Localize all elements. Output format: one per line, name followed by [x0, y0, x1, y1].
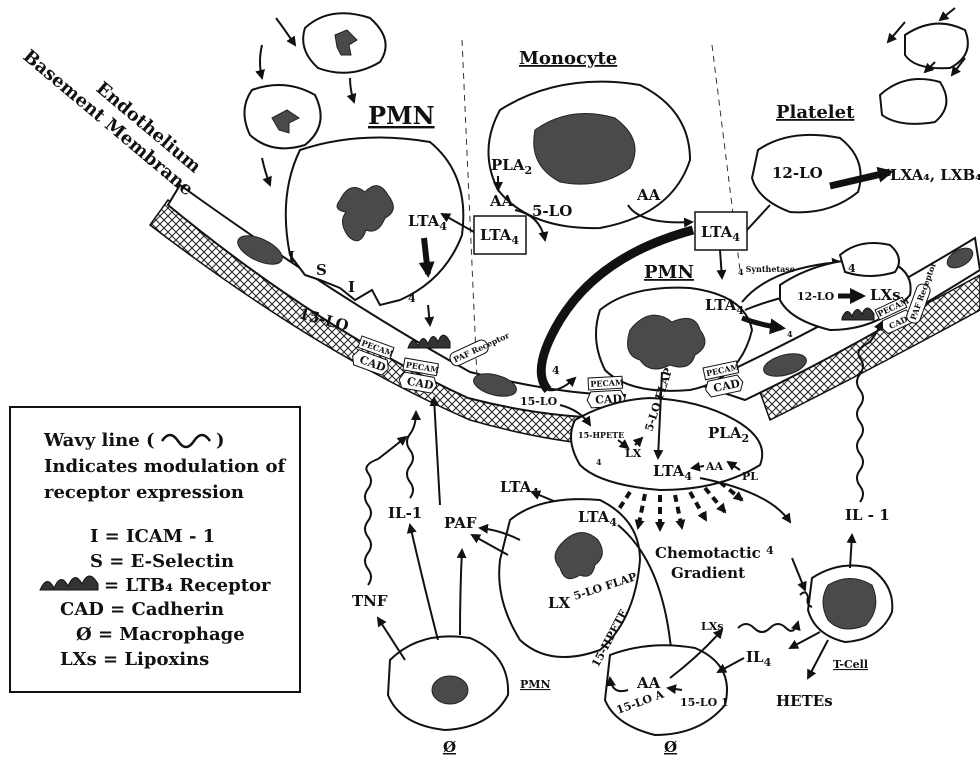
pmn-top-ltb4: 4	[408, 292, 416, 305]
chemotactic-label: Chemotactic	[655, 544, 761, 562]
flow-arrow-3	[350, 78, 354, 102]
macrophage-to-tnf	[378, 618, 405, 660]
monocyte-5lo: 5-LO	[532, 202, 572, 220]
lta4-box-to-platelet	[747, 205, 770, 230]
paf-receptor-left: PAF Receptor	[448, 328, 512, 368]
paf-straight	[434, 398, 440, 505]
pecam-cad-2: PECAM CAD	[398, 358, 441, 394]
flow-arrow-4	[262, 158, 270, 185]
tcell-nucleus	[823, 579, 876, 630]
flow-arrow-2	[260, 45, 262, 78]
tcell-to-hetes-arrow	[808, 640, 828, 678]
macrophage-left-label: Ø	[443, 738, 456, 756]
lta4-box-to-pmn-center	[720, 250, 722, 278]
il1-left: IL-1	[388, 504, 422, 522]
legend-cadherin: CAD = Cadherin	[60, 599, 224, 620]
legend-icam: I = ICAM - 1	[90, 526, 215, 547]
monocyte-title: Monocyte	[519, 48, 617, 69]
legend-wavy-line: Wavy line (	[43, 430, 155, 451]
legend-eselectin: S = E-Selectin	[90, 551, 234, 572]
legend-indicates: Indicates modulation of	[44, 456, 286, 477]
legend-lipoxins: LXs = Lipoxins	[60, 649, 209, 670]
gradient-arrow-6	[705, 488, 725, 512]
ltb4-down-arrow	[428, 305, 430, 325]
paf-left: PAF	[444, 514, 477, 532]
pl-center: PL	[742, 470, 758, 483]
lx-center: LX	[625, 447, 642, 460]
il4-to-macrophage-arrow	[718, 658, 744, 672]
flow-arrow-1	[276, 18, 295, 45]
macrophage-lxs: LXs	[701, 620, 723, 633]
il1-wavy	[407, 412, 416, 498]
il4-label: IL4	[746, 648, 772, 669]
basement-membrane-label: Basement Membrane	[19, 46, 197, 200]
hetes-label: HETEs	[776, 692, 833, 710]
macrophage-to-paf	[460, 550, 462, 635]
pmn-center-title: PMN	[644, 262, 694, 283]
ltc4-right: 4	[848, 262, 856, 275]
migrating-cell-3	[905, 24, 968, 69]
tnf-label: TNF	[352, 592, 388, 610]
lxs-to-tcell-wavy	[738, 622, 798, 632]
svg-text:PAF Receptor: PAF Receptor	[452, 330, 512, 365]
legend-wavy-close: )	[216, 430, 225, 451]
paf-to-pmn-arrow	[472, 535, 508, 555]
legend-receptor: receptor expression	[44, 482, 244, 503]
macrophage-15lo-1: 15-LO 1	[680, 696, 729, 709]
lxa4-lxb4: LXA₄, LXB₄	[890, 166, 980, 184]
lta4-to-ltb4-arrow	[424, 238, 428, 274]
tcell-to-il4-arrow	[790, 632, 820, 648]
monocyte-aa: AA	[489, 192, 514, 210]
flow-arrow-6	[940, 8, 955, 20]
migrating-cell-4	[880, 79, 946, 124]
macrophage-to-il1	[410, 525, 438, 640]
ltb4-center-small: 4	[596, 457, 602, 467]
eselectin-S: S	[316, 261, 327, 279]
tcell-label: T-Cell	[833, 658, 868, 671]
flow-arrow-5	[888, 22, 905, 42]
icam-I: I	[288, 248, 295, 266]
aa-center: AA	[705, 460, 724, 473]
gradient-arrow-4	[675, 495, 682, 528]
ltb4-to-tcell-arrow	[792, 558, 805, 590]
tcell-to-il1-arrow	[850, 535, 852, 568]
legend-ltb4-receptor: = LTB₄ Receptor	[104, 575, 271, 596]
pmn-bottom-lx: LX	[548, 594, 571, 612]
legend: Wavy line ( ) Indicates modulation of re…	[10, 407, 300, 692]
gradient-label: Gradient	[671, 564, 745, 582]
gradient-arrow-5	[690, 492, 706, 520]
pmn-top-title: PMN	[368, 101, 435, 130]
icam-I-2: I	[348, 278, 355, 296]
il1-right: IL - 1	[845, 506, 890, 524]
platelet-12lo-right: 12-LO	[797, 290, 835, 303]
legend-macrophage: Ø = Macrophage	[76, 624, 245, 645]
pmn-center-lta4: LTA4	[705, 296, 744, 317]
ltb4-receptor	[408, 335, 450, 348]
monocyte-aa-right: AA	[636, 186, 661, 204]
ltc4-center: 4	[552, 364, 560, 377]
platelet-title: Platelet	[776, 102, 855, 123]
svg-text:PECAM: PECAM	[590, 377, 624, 389]
platelet-12lo: 12-LO	[772, 164, 823, 182]
fifteen-lo-center: 15-LO	[520, 395, 558, 408]
pmn-bottom-title: PMN	[520, 678, 551, 691]
macrophage-center-label: Ø	[664, 738, 677, 756]
fifteen-hpete-center: 15-HPETE	[578, 430, 624, 440]
ltb4-right-free: 4	[766, 544, 774, 557]
macrophage-left-nucleus	[432, 676, 468, 704]
gradient-arrow-2	[638, 494, 645, 528]
monocyte-nucleus	[534, 114, 635, 185]
pmn-center-ltb4: 4	[787, 329, 793, 339]
lta4-left-free: LTA4	[500, 478, 539, 499]
